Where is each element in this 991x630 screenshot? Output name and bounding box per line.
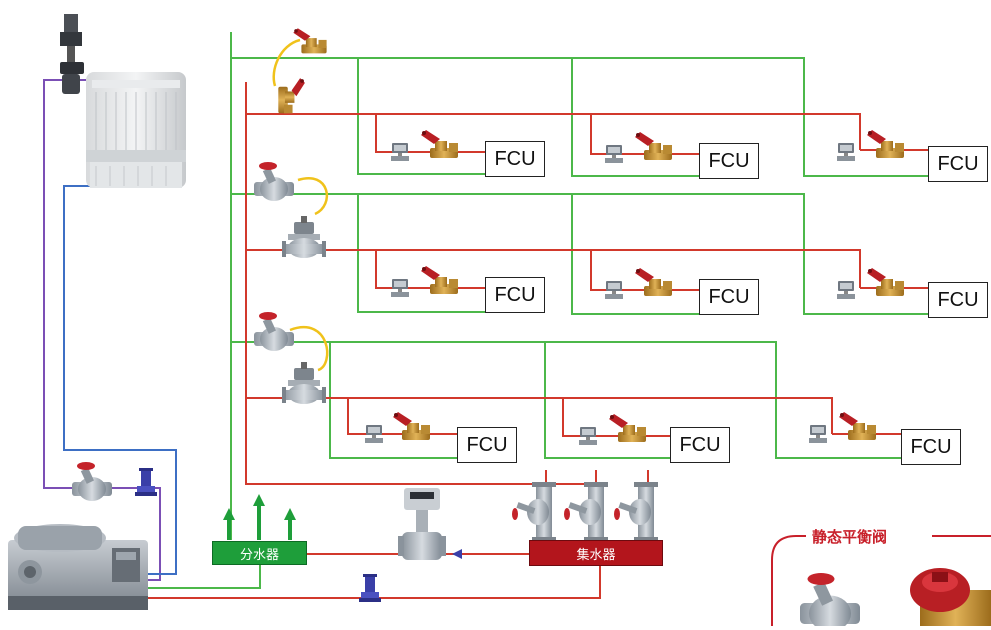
main-return-riser xyxy=(245,82,592,485)
riser-balance-valve-1 xyxy=(278,28,327,114)
branch-static-balance-valve-2 xyxy=(254,162,294,201)
cooling-pump-icon xyxy=(135,468,157,496)
fcu-balance-valve-icon xyxy=(635,268,672,296)
fcu-balance-valve-icon xyxy=(421,266,458,294)
fcu-control-valve-icon xyxy=(605,145,623,163)
fcu-box-r2c3: FCU xyxy=(928,282,988,318)
return-row1 xyxy=(246,113,861,150)
return-row2 xyxy=(246,249,861,288)
legend-box xyxy=(771,535,991,630)
fcu-box-r2c2: FCU xyxy=(699,279,759,315)
fcu-balance-valve-icon xyxy=(421,130,458,158)
fcu-control-valve-icon xyxy=(809,425,827,443)
water-collector: 集水器 xyxy=(529,540,663,566)
fcu-box-r2c1: FCU xyxy=(485,277,545,313)
fcu-balance-valve-icon xyxy=(867,130,904,158)
fcu-box-r3c1: FCU xyxy=(457,427,517,463)
cooling-return-line xyxy=(63,185,177,575)
cooling-balance-valve-icon xyxy=(72,462,112,501)
supply-row3 xyxy=(231,341,903,459)
fcu-box-r3c2: FCU xyxy=(670,427,730,463)
legend-title: 静态平衡阀 xyxy=(808,526,892,547)
main-pump-icon xyxy=(359,574,381,602)
flow-meter-icon xyxy=(398,488,446,560)
legend-red-handle-valve-icon xyxy=(910,568,991,626)
legend-grey-valve-icon xyxy=(800,573,860,630)
supply-drop-r3c2 xyxy=(544,342,671,459)
branch-static-balance-valve-3 xyxy=(254,312,294,351)
chiller-icon xyxy=(8,524,148,610)
fcu-balance-valve-icon xyxy=(635,132,672,160)
fcu-balance-valve-icon xyxy=(867,268,904,296)
fcu-balance-valve-icon xyxy=(393,412,430,440)
fcu-box-r1c3: FCU xyxy=(928,146,988,182)
collector-valve-1 xyxy=(512,482,556,542)
pipe-network xyxy=(43,32,930,599)
chiller-supply xyxy=(148,565,261,589)
outlet-arrows xyxy=(223,494,296,540)
fcu-control-valve-icon xyxy=(837,281,855,299)
chiller-return xyxy=(148,566,601,599)
collector-valve-3 xyxy=(614,482,658,542)
cooling-tower-icon xyxy=(86,72,186,188)
supply-drop-r1c1 xyxy=(357,58,487,175)
capillary-tubes xyxy=(272,38,329,372)
flow-arrow xyxy=(452,549,462,559)
return-row3 xyxy=(246,397,833,434)
supply-row1 xyxy=(231,57,930,177)
supply-drop-r1c2 xyxy=(571,58,700,177)
supply-drop-r3c1 xyxy=(329,342,458,459)
supply-drop-r2c2 xyxy=(571,194,700,315)
fcu-balance-valve-icon xyxy=(609,414,646,442)
fcu-control-valve-icon xyxy=(391,143,409,161)
supply-drop-r2c1 xyxy=(357,194,487,313)
fcu-control-valve-icon xyxy=(579,427,597,445)
fcu-box-r1c1: FCU xyxy=(485,141,545,177)
fcu-control-valve-icon xyxy=(391,279,409,297)
collector-valve-2 xyxy=(564,482,608,542)
fcu-box-r1c2: FCU xyxy=(699,143,759,179)
pressure-reducing-valve-2 xyxy=(282,216,326,258)
fcu-control-valve-icon xyxy=(605,281,623,299)
supply-row2 xyxy=(231,193,930,315)
fcu-balance-valve-icon xyxy=(839,412,876,440)
fcu-box-r3c3: FCU xyxy=(901,429,961,465)
water-distributor: 分水器 xyxy=(212,541,307,565)
cooling-supply-to-chiller xyxy=(110,487,161,581)
fcu-control-valve-icon xyxy=(837,143,855,161)
fcu-control-valve-icon xyxy=(365,425,383,443)
tower-motorized-valve-icon xyxy=(60,14,84,94)
